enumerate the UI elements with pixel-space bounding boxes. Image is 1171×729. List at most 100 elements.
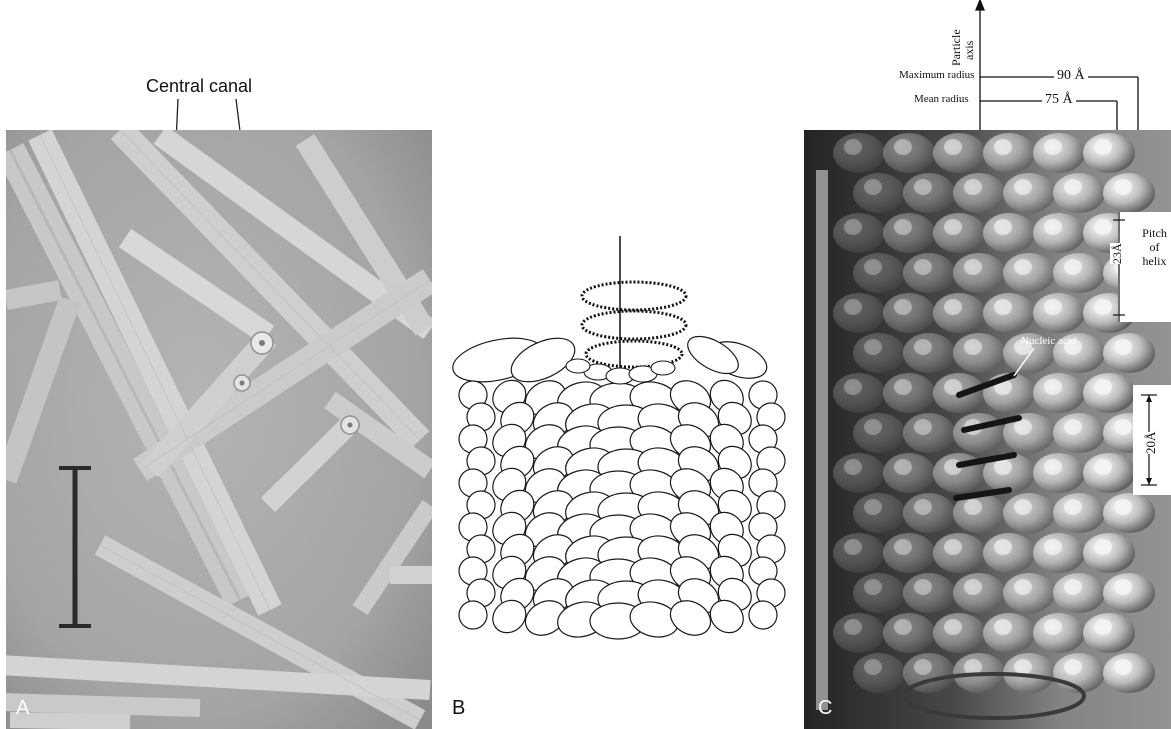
model-subunit <box>1053 413 1105 453</box>
model-subunit-highlight <box>864 259 882 275</box>
model-subunit-highlight <box>844 619 862 635</box>
model-subunit <box>1103 333 1155 373</box>
model-subunit-highlight <box>894 459 912 475</box>
model-subunit-highlight <box>864 499 882 515</box>
model-subunit-highlight <box>914 659 932 675</box>
model-subunit <box>833 133 885 173</box>
model-photograph <box>804 130 1171 729</box>
model-subunit <box>983 613 1035 653</box>
model-subunit <box>1033 133 1085 173</box>
rod-end-on <box>234 375 250 391</box>
nucleic-acid-label: Nucleic acid <box>1021 335 1076 347</box>
model-subunit-highlight <box>1064 179 1082 195</box>
model-subunit-highlight <box>864 339 882 355</box>
model-subunit-highlight <box>994 619 1012 635</box>
model-subunit-highlight <box>964 179 982 195</box>
model-subunit-highlight <box>964 499 982 515</box>
panel-c-label: C <box>818 697 832 720</box>
model-subunit-highlight <box>1094 139 1112 155</box>
model-subunit-highlight <box>1064 499 1082 515</box>
model-subunit <box>883 373 935 413</box>
model-subunit <box>933 533 985 573</box>
model-subunit <box>1003 173 1055 213</box>
model-subunit <box>983 533 1035 573</box>
rod-end-on <box>251 332 273 354</box>
helix-drawing <box>438 0 798 729</box>
model-subunit-highlight <box>894 539 912 555</box>
model-subunit-highlight <box>1114 499 1132 515</box>
model-subunit-highlight <box>894 379 912 395</box>
model-subunit-highlight <box>1114 179 1132 195</box>
nucleic-acid-coil <box>582 282 686 367</box>
model-subunit <box>903 493 955 533</box>
model-subunit <box>953 573 1005 613</box>
model-subunit <box>853 653 905 693</box>
model-subunit-highlight <box>1014 179 1032 195</box>
radius-annotation <box>804 0 1171 135</box>
model-subunit <box>1053 573 1105 613</box>
model-subunit <box>1083 453 1135 493</box>
model-subunit <box>903 173 955 213</box>
virus-rod <box>0 702 200 708</box>
model-subunit-highlight <box>864 579 882 595</box>
model-subunit <box>833 613 885 653</box>
model-subunit <box>1103 653 1155 693</box>
model-subunit-highlight <box>994 539 1012 555</box>
model-stand <box>816 170 828 710</box>
model-subunit <box>953 333 1005 373</box>
pitch-label: Pitch of helix <box>1138 226 1171 268</box>
spacing-value: 20Å <box>1141 420 1161 460</box>
model-subunit-highlight <box>914 579 932 595</box>
model-subunit <box>883 613 935 653</box>
model-subunit <box>903 333 955 373</box>
model-subunit-highlight <box>1014 659 1032 675</box>
model-subunit <box>933 613 985 653</box>
model-subunit-highlight <box>964 339 982 355</box>
model-subunit-highlight <box>944 219 962 235</box>
panel-a-label: A <box>16 697 29 720</box>
model-subunit-highlight <box>1044 539 1062 555</box>
model-subunit <box>853 253 905 293</box>
model-subunit-highlight <box>1044 379 1062 395</box>
model-subunit <box>953 413 1005 453</box>
virus-rod <box>6 290 60 300</box>
model-subunit-highlight <box>844 139 862 155</box>
model-subunit-highlight <box>944 619 962 635</box>
model-subunit <box>1003 253 1055 293</box>
model-subunit <box>883 533 935 573</box>
model-subunit-highlight <box>944 299 962 315</box>
model-subunit-highlight <box>944 139 962 155</box>
model-subunit <box>853 493 905 533</box>
model-subunit <box>1103 573 1155 613</box>
mean-radius-label: Mean radius <box>914 93 969 105</box>
model-subunit <box>1033 213 1085 253</box>
model-subunit <box>1033 533 1085 573</box>
model-subunit-highlight <box>1094 379 1112 395</box>
model-subunit <box>983 133 1035 173</box>
model-subunit-highlight <box>994 459 1012 475</box>
model-subunit-highlight <box>994 299 1012 315</box>
model-subunit-highlight <box>1014 579 1032 595</box>
model-subunit <box>1083 373 1135 413</box>
model-subunit-highlight <box>1064 659 1082 675</box>
maximum-radius-value: 90 Å <box>1054 68 1088 84</box>
model-subunit-highlight <box>1044 219 1062 235</box>
mean-radius-value: 75 Å <box>1042 92 1076 108</box>
model-subunit-highlight <box>1044 619 1062 635</box>
model-subunit <box>1083 613 1135 653</box>
model-subunit-highlight <box>894 139 912 155</box>
model-subunit-highlight <box>844 379 862 395</box>
model-subunit-highlight <box>1044 299 1062 315</box>
model-subunit <box>1033 293 1085 333</box>
micrograph-image <box>0 0 432 729</box>
pitch-value: 23Å <box>1104 224 1132 268</box>
model-subunit-highlight <box>894 619 912 635</box>
model-subunit <box>833 373 885 413</box>
model-subunit <box>1083 133 1135 173</box>
model-subunit <box>1003 573 1055 613</box>
model-subunit <box>853 173 905 213</box>
model-subunit-highlight <box>964 259 982 275</box>
model-subunit-highlight <box>864 419 882 435</box>
model-subunit-highlight <box>844 459 862 475</box>
model-subunit <box>1033 373 1085 413</box>
